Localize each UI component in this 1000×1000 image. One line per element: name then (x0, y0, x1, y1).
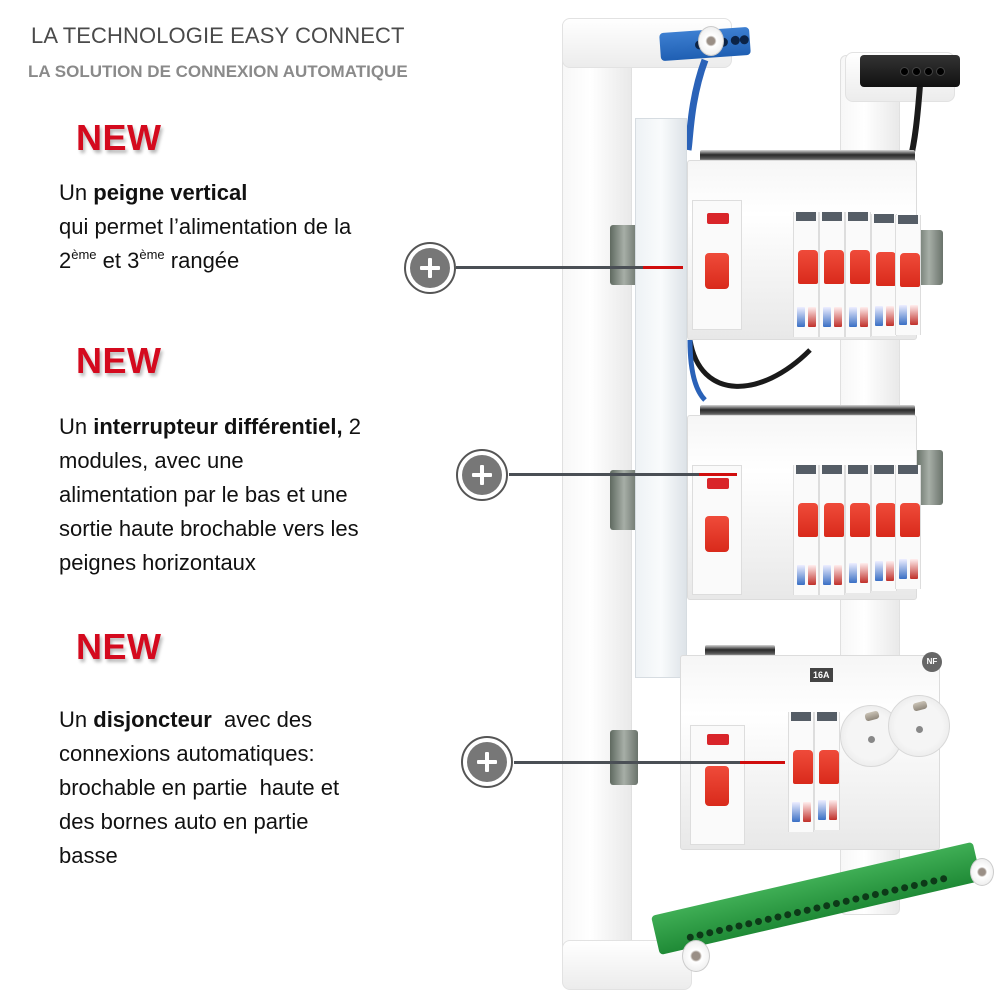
feature-2-line-3: alimentation par le bas et une (59, 482, 348, 507)
feature-3-description: Un disjoncteur avec des connexions autom… (59, 703, 339, 873)
differential-switch-1 (692, 200, 742, 330)
breaker (871, 214, 897, 336)
feature-1-line-2: qui permet l’alimentation de la (59, 214, 352, 239)
breaker (871, 465, 897, 591)
new-badge-3: NEW (76, 626, 162, 667)
page-subtitle: LA SOLUTION DE CONNEXION AUTOMATIQUE (28, 62, 408, 81)
differential-switch-3 (690, 725, 745, 845)
breaker (895, 215, 921, 335)
feature-2-line-2: modules, avec une (59, 448, 244, 473)
feature-2-line-5: peignes horizontaux (59, 550, 256, 575)
breaker (819, 465, 845, 595)
feature-3-line-3: brochable en partie haute et (59, 775, 340, 800)
feature-3-line-2: connexions automatiques: (59, 741, 315, 766)
leader-line-1 (456, 266, 683, 269)
plus-circle-icon (410, 248, 450, 288)
feature-3-line-5: basse (59, 843, 118, 868)
feature-3-line-4: des bornes auto en partie (59, 809, 309, 834)
electrical-panel-illustration: 16A NF (540, 0, 1000, 1000)
feature-1-description: Un peigne vertical qui permet l’alimenta… (59, 176, 351, 278)
feature-2-line-4: sortie haute brochable vers les (59, 516, 359, 541)
feature-1-line-3: 2ème et 3ème rangée (59, 247, 240, 273)
breaker (793, 465, 819, 595)
breaker (845, 212, 871, 337)
feature-3-line-1: Un disjoncteur avec des (59, 707, 313, 732)
din-rail-clip (610, 225, 638, 285)
new-badge-2: NEW (76, 340, 162, 381)
din-rail-clip (610, 730, 638, 785)
breaker (793, 212, 819, 337)
hotspot-differential-switch[interactable] (456, 449, 508, 501)
phase-bus-bar (860, 55, 960, 87)
breaker (819, 212, 845, 337)
horizontal-comb-1 (700, 150, 915, 162)
bus-cap (682, 940, 710, 972)
hotspot-vertical-comb[interactable] (404, 242, 456, 294)
page-title: LA TECHNOLOGIE EASY CONNECT (31, 23, 405, 48)
feature-2-description: Un interrupteur différentiel, 2 modules,… (59, 410, 361, 580)
horizontal-comb-2 (700, 405, 915, 417)
leader-line-2 (509, 473, 737, 476)
rating-badge: 16A (810, 668, 833, 682)
hotspot-circuit-breaker[interactable] (461, 736, 513, 788)
feature-2-line-1: Un interrupteur différentiel, 2 (59, 414, 361, 439)
feature-2-highlight: interrupteur différentiel, (93, 414, 343, 439)
bus-cap (970, 858, 994, 886)
horizontal-comb-3 (705, 645, 775, 657)
new-badge-1: NEW (76, 117, 162, 158)
leader-line-3 (514, 761, 785, 764)
circuit-breaker (788, 712, 814, 832)
feature-1-highlight: peigne vertical (93, 180, 248, 205)
feature-1-line-1: Un peigne vertical (59, 180, 248, 205)
plus-circle-icon (462, 455, 502, 495)
plus-circle-icon (467, 742, 507, 782)
nf-certification-logo: NF (922, 652, 942, 672)
din-rail-clip (610, 470, 638, 530)
differential-switch-2 (692, 465, 742, 595)
bus-cap (698, 26, 724, 56)
vertical-comb (635, 118, 687, 678)
circuit-breaker (814, 712, 840, 830)
breaker (845, 465, 871, 593)
power-socket (888, 695, 950, 757)
feature-3-highlight: disjoncteur (93, 707, 212, 732)
breaker (895, 465, 921, 589)
